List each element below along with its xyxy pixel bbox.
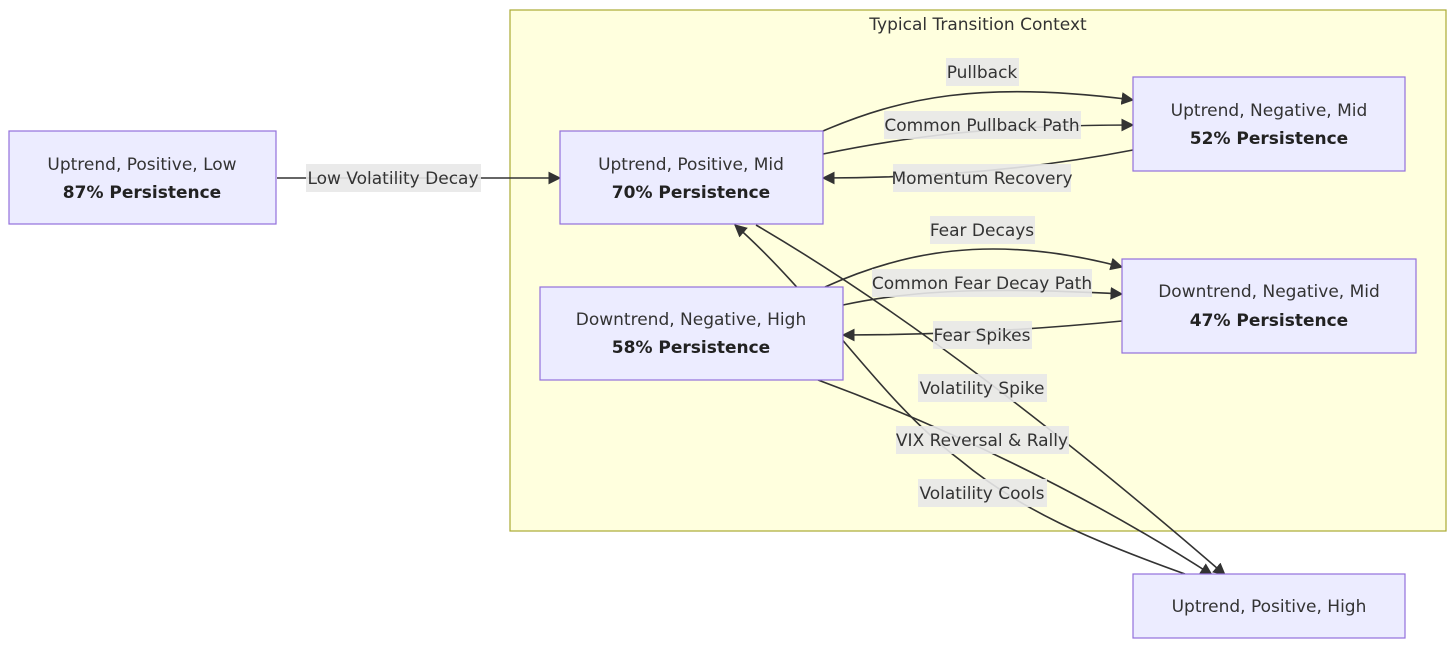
- node-uptrend-positive-mid: Uptrend, Positive, Mid 70% Persistence: [559, 130, 824, 225]
- label-common-fear-decay-path: Common Fear Decay Path: [872, 274, 1092, 294]
- node-title: Uptrend, Positive, Low: [47, 155, 236, 175]
- node-title: Uptrend, Positive, High: [1172, 597, 1367, 617]
- label-bg-pullback: [946, 58, 1019, 86]
- label-bg-fear-decays: [930, 216, 1035, 244]
- edge-fear-decays: [824, 248, 1124, 288]
- node-box: [1121, 258, 1417, 354]
- node-persistence: 87% Persistence: [63, 183, 221, 203]
- node-box: [539, 286, 844, 381]
- node-uptrend-positive-low: Uptrend, Positive, Low 87% Persistence: [8, 130, 277, 225]
- edge-vix-reversal-rally: [817, 379, 1214, 576]
- label-bg-vix-reversal-rally: [896, 426, 1069, 454]
- node-title: Downtrend, Negative, Mid: [1158, 282, 1380, 302]
- label-bg-common-pullback-path: [884, 111, 1081, 139]
- label-volatility-cools: Volatility Cools: [919, 484, 1044, 504]
- node-box: [559, 130, 824, 225]
- node-persistence: 58% Persistence: [612, 338, 770, 358]
- label-bg-fear-spikes: [933, 321, 1032, 349]
- cluster-title: Typical Transition Context: [868, 15, 1087, 35]
- node-title: Downtrend, Negative, High: [576, 310, 806, 330]
- label-fear-decays: Fear Decays: [930, 221, 1034, 241]
- edge-pullback: [822, 90, 1135, 132]
- label-pullback: Pullback: [947, 63, 1018, 83]
- node-downtrend-negative-high: Downtrend, Negative, High 58% Persistenc…: [539, 286, 844, 381]
- label-volatility-spike: Volatility Spike: [920, 379, 1045, 399]
- node-uptrend-positive-high: Uptrend, Positive, High: [1132, 573, 1406, 639]
- node-title: Uptrend, Negative, Mid: [1171, 101, 1368, 121]
- node-downtrend-negative-mid: Downtrend, Negative, Mid 47% Persistence: [1121, 258, 1417, 354]
- node-box: [8, 130, 277, 225]
- label-bg-momentum-recovery: [893, 164, 1071, 192]
- label-vix-reversal-rally: VIX Reversal & Rally: [896, 431, 1068, 451]
- label-bg-volatility-cools: [918, 479, 1047, 507]
- label-low-volatility-decay: Low Volatility Decay: [307, 169, 478, 189]
- label-fear-spikes: Fear Spikes: [934, 326, 1031, 346]
- node-persistence: 47% Persistence: [1190, 311, 1348, 331]
- node-uptrend-negative-mid: Uptrend, Negative, Mid 52% Persistence: [1132, 76, 1406, 172]
- node-title: Uptrend, Positive, Mid: [598, 155, 784, 175]
- label-bg-low-volatility-decay: [306, 164, 481, 192]
- node-box: [1132, 573, 1406, 639]
- node-persistence: 70% Persistence: [612, 183, 770, 203]
- label-momentum-recovery: Momentum Recovery: [891, 169, 1072, 189]
- label-bg-volatility-spike: [918, 374, 1047, 402]
- label-bg-common-fear-decay-path: [872, 269, 1092, 297]
- label-common-pullback-path: Common Pullback Path: [884, 116, 1079, 136]
- node-persistence: 52% Persistence: [1190, 129, 1348, 149]
- node-box: [1132, 76, 1406, 172]
- edge-labels: Low Volatility Decay Pullback Common Pul…: [306, 58, 1092, 507]
